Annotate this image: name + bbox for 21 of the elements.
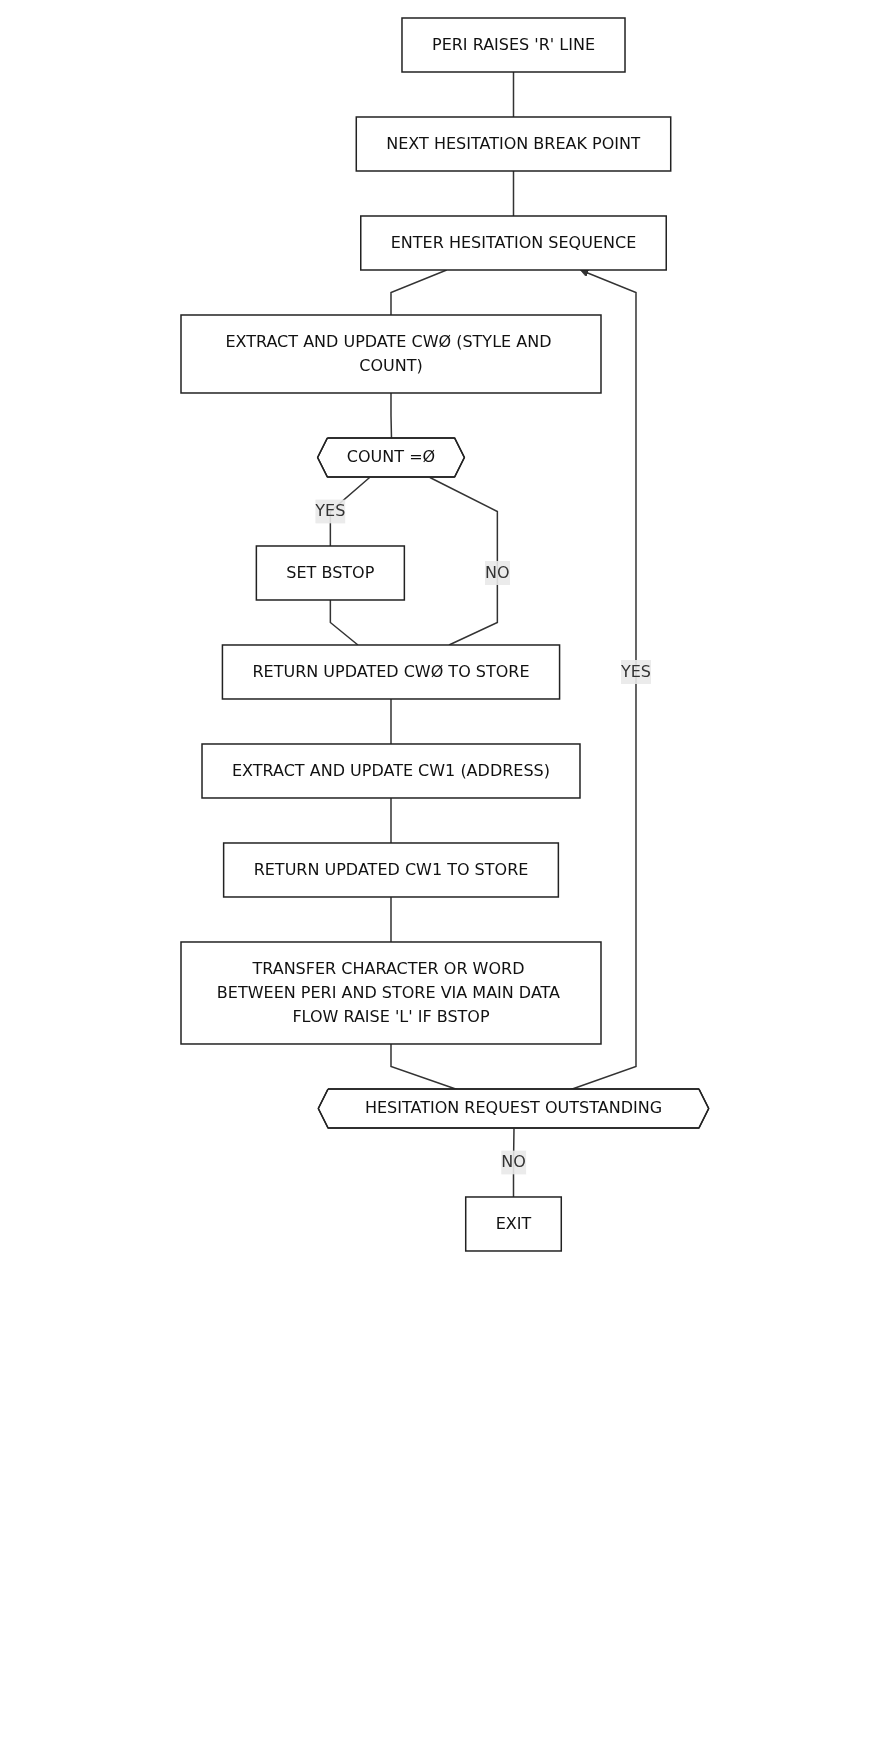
node-box: EXTRACT AND UPDATE CW1 (ADDRESS) bbox=[200, 743, 581, 799]
node-box: EXIT bbox=[464, 1196, 562, 1252]
connector bbox=[329, 599, 359, 646]
node-box: RETURN UPDATED CWØ TO STORE bbox=[221, 644, 560, 700]
node-box: RETURN UPDATED CW1 TO STORE bbox=[222, 842, 559, 898]
node-box: SET BSTOP bbox=[255, 545, 405, 601]
edge-label: NO bbox=[484, 562, 510, 582]
edge-label: YES bbox=[314, 501, 346, 521]
node-box: NEXT HESITATION BREAK POINT bbox=[355, 116, 672, 172]
connector bbox=[389, 698, 392, 745]
node-box: EXTRACT AND UPDATE CWØ (STYLE AND COUNT) bbox=[179, 314, 602, 394]
connector bbox=[389, 896, 392, 943]
node-box: PERI RAISES 'R' LINE bbox=[400, 17, 626, 73]
connector bbox=[512, 170, 514, 217]
edge-label: NO bbox=[500, 1152, 526, 1172]
connector bbox=[389, 797, 392, 844]
node-box: TRANSFER CHARACTER OR WORD BETWEEN PERI AND STORE VIA MAIN DATA FLOW RAISE 'L' IF BSTOP bbox=[179, 941, 602, 1045]
connector bbox=[512, 71, 514, 118]
node-box: ENTER HESITATION SEQUENCE bbox=[359, 215, 667, 271]
edge-label: YES bbox=[620, 661, 651, 681]
connector bbox=[428, 476, 498, 646]
